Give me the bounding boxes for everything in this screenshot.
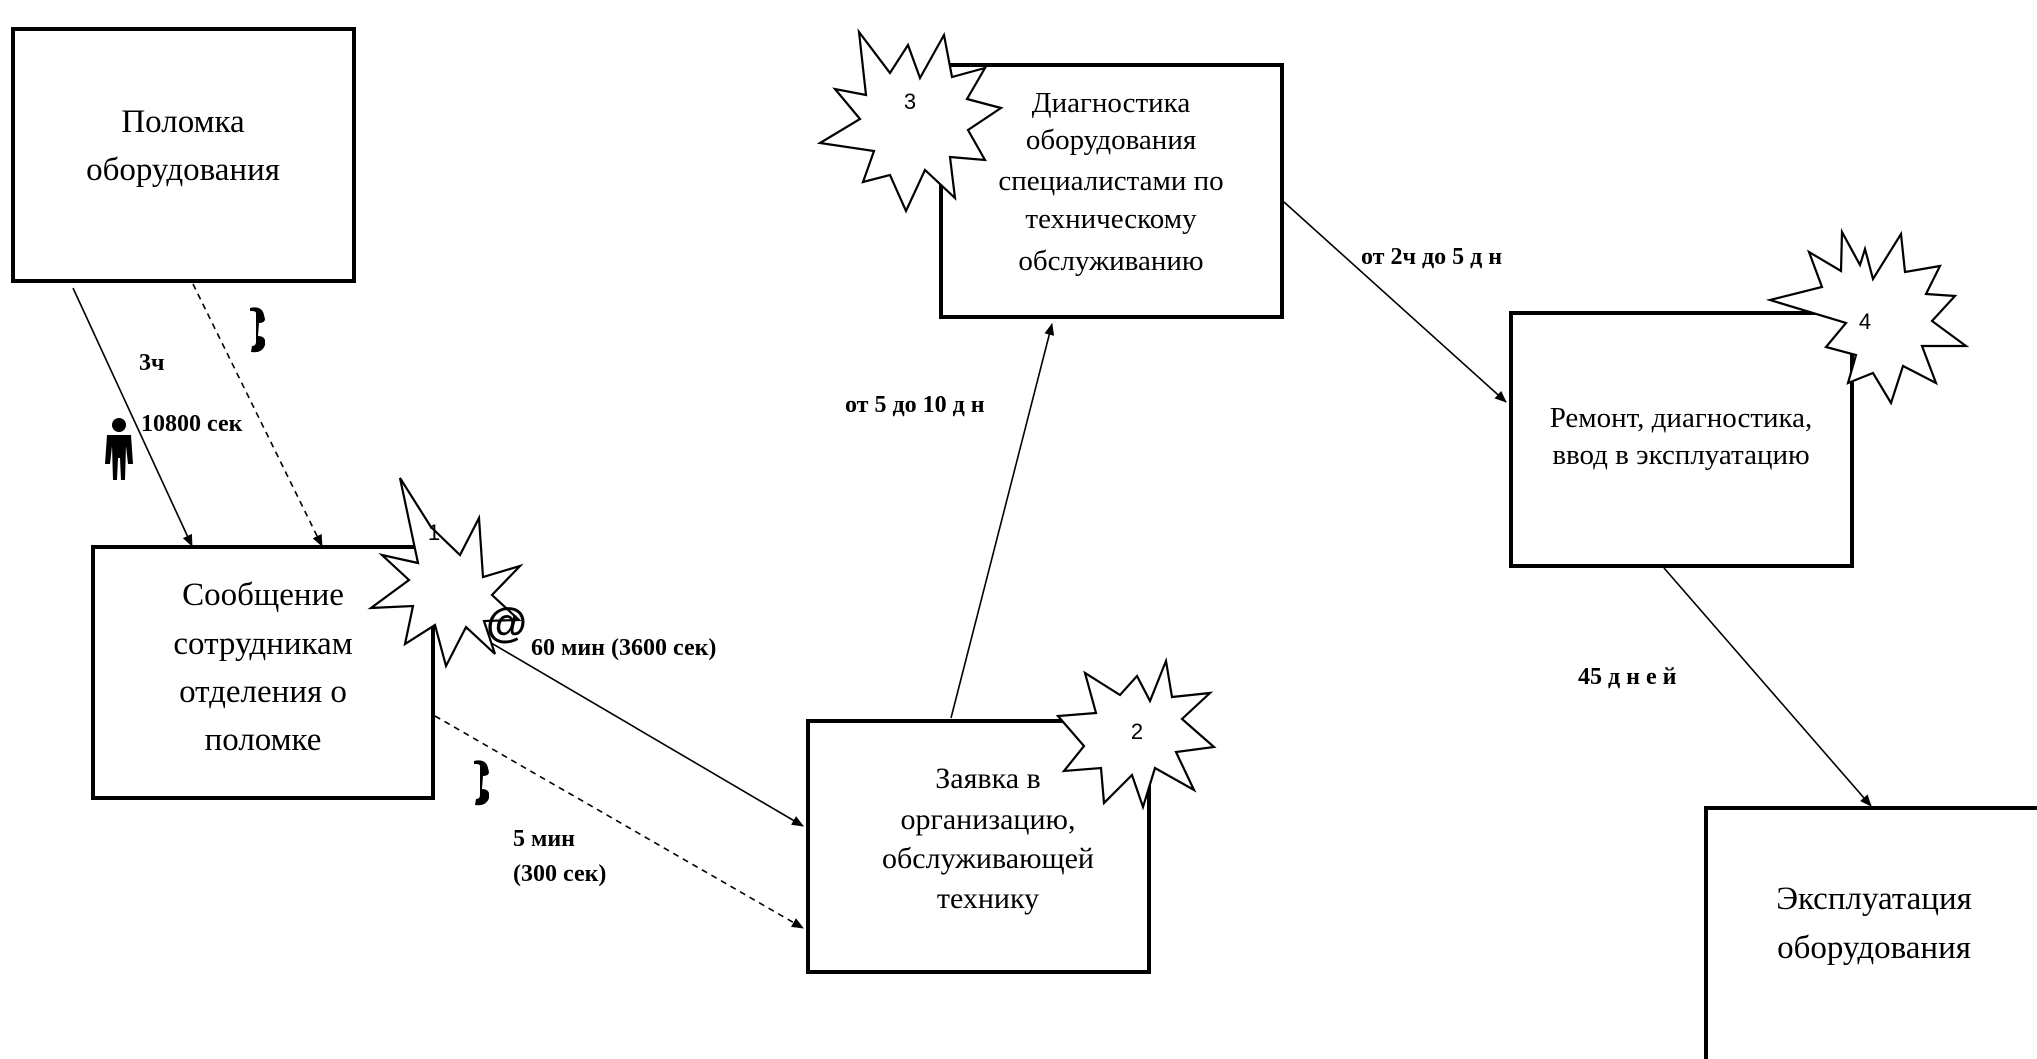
node-repair-line-2: ввод в эксплуатацию xyxy=(1552,439,1809,471)
label-5-min: 5 мин xyxy=(513,826,575,852)
edges xyxy=(72,201,1872,929)
node-report: Сообщение сотрудникам отделения о поломк… xyxy=(91,545,435,800)
edge-repair-operation xyxy=(1663,567,1872,807)
node-request-line-3: обслуживающей xyxy=(882,842,1094,875)
star-3-number: 3 xyxy=(904,89,916,114)
node-diagnostics: Диагностика оборудования специалистами п… xyxy=(939,63,1284,319)
star-3: 3 xyxy=(816,28,1004,214)
label-45-days: 45 д н е й xyxy=(1578,664,1677,690)
node-request: Заявка в организацию, обслуживающей техн… xyxy=(806,719,1151,974)
label-5-10-days: от 5 до 10 д н xyxy=(845,392,985,418)
node-repair: Ремонт, диагностика, ввод в эксплуатацию xyxy=(1509,311,1854,568)
edge-breakdown-report-phone xyxy=(192,283,323,547)
node-diagnostics-line-4: техническому xyxy=(1025,203,1197,235)
edge-request-diagnostics xyxy=(950,323,1055,719)
node-request-line-1: Заявка в xyxy=(935,762,1040,795)
person-icon xyxy=(105,418,133,480)
edge-diagnostics-repair xyxy=(1283,201,1507,403)
node-report-line-4: поломке xyxy=(205,722,322,758)
node-diagnostics-line-2: оборудования xyxy=(1026,124,1196,156)
node-report-line-1: Сообщение xyxy=(182,577,344,613)
node-operation: Эксплуатация оборудования xyxy=(1704,806,2037,1059)
node-diagnostics-line-5: обслуживанию xyxy=(1018,245,1203,277)
email-icon: @ xyxy=(486,599,527,646)
edge-report-request-phone xyxy=(434,715,804,929)
label-10800-sec: 10800 сек xyxy=(141,411,243,437)
star-1-number: 1 xyxy=(428,520,440,545)
node-operation-line-1: Эксплуатация xyxy=(1776,881,1972,917)
phone-icon-2 xyxy=(474,760,489,806)
edge-report-request xyxy=(434,609,804,827)
node-report-line-3: отделения о xyxy=(179,674,347,710)
node-operation-line-2: оборудования xyxy=(1777,930,1971,966)
star-2: 2 xyxy=(1055,656,1217,811)
star-2-number: 2 xyxy=(1131,719,1143,744)
node-breakdown: Поломка оборудования xyxy=(11,27,356,283)
edge-breakdown-report xyxy=(72,287,193,547)
phone-icon xyxy=(250,307,265,353)
label-3h: 3ч xyxy=(139,350,165,376)
star-4: 4 xyxy=(1765,227,1970,406)
node-breakdown-line-1: Поломка xyxy=(121,104,245,140)
node-report-line-2: сотрудникам xyxy=(173,626,352,662)
label-60-min: 60 мин (3600 сек) xyxy=(531,635,716,661)
label-2h-5-days: от 2ч до 5 д н xyxy=(1361,244,1502,270)
node-diagnostics-line-1: Диагностика xyxy=(1032,87,1191,119)
node-diagnostics-line-3: специалистами по xyxy=(998,165,1223,197)
node-repair-line-1: Ремонт, диагностика, xyxy=(1550,402,1813,434)
node-request-line-2: организацию, xyxy=(901,803,1076,836)
node-request-line-4: технику xyxy=(937,882,1039,915)
label-300-sec: (300 сек) xyxy=(513,861,606,887)
star-1: 1 xyxy=(367,477,524,670)
node-breakdown-line-2: оборудования xyxy=(86,152,280,188)
star-4-number: 4 xyxy=(1859,309,1871,334)
